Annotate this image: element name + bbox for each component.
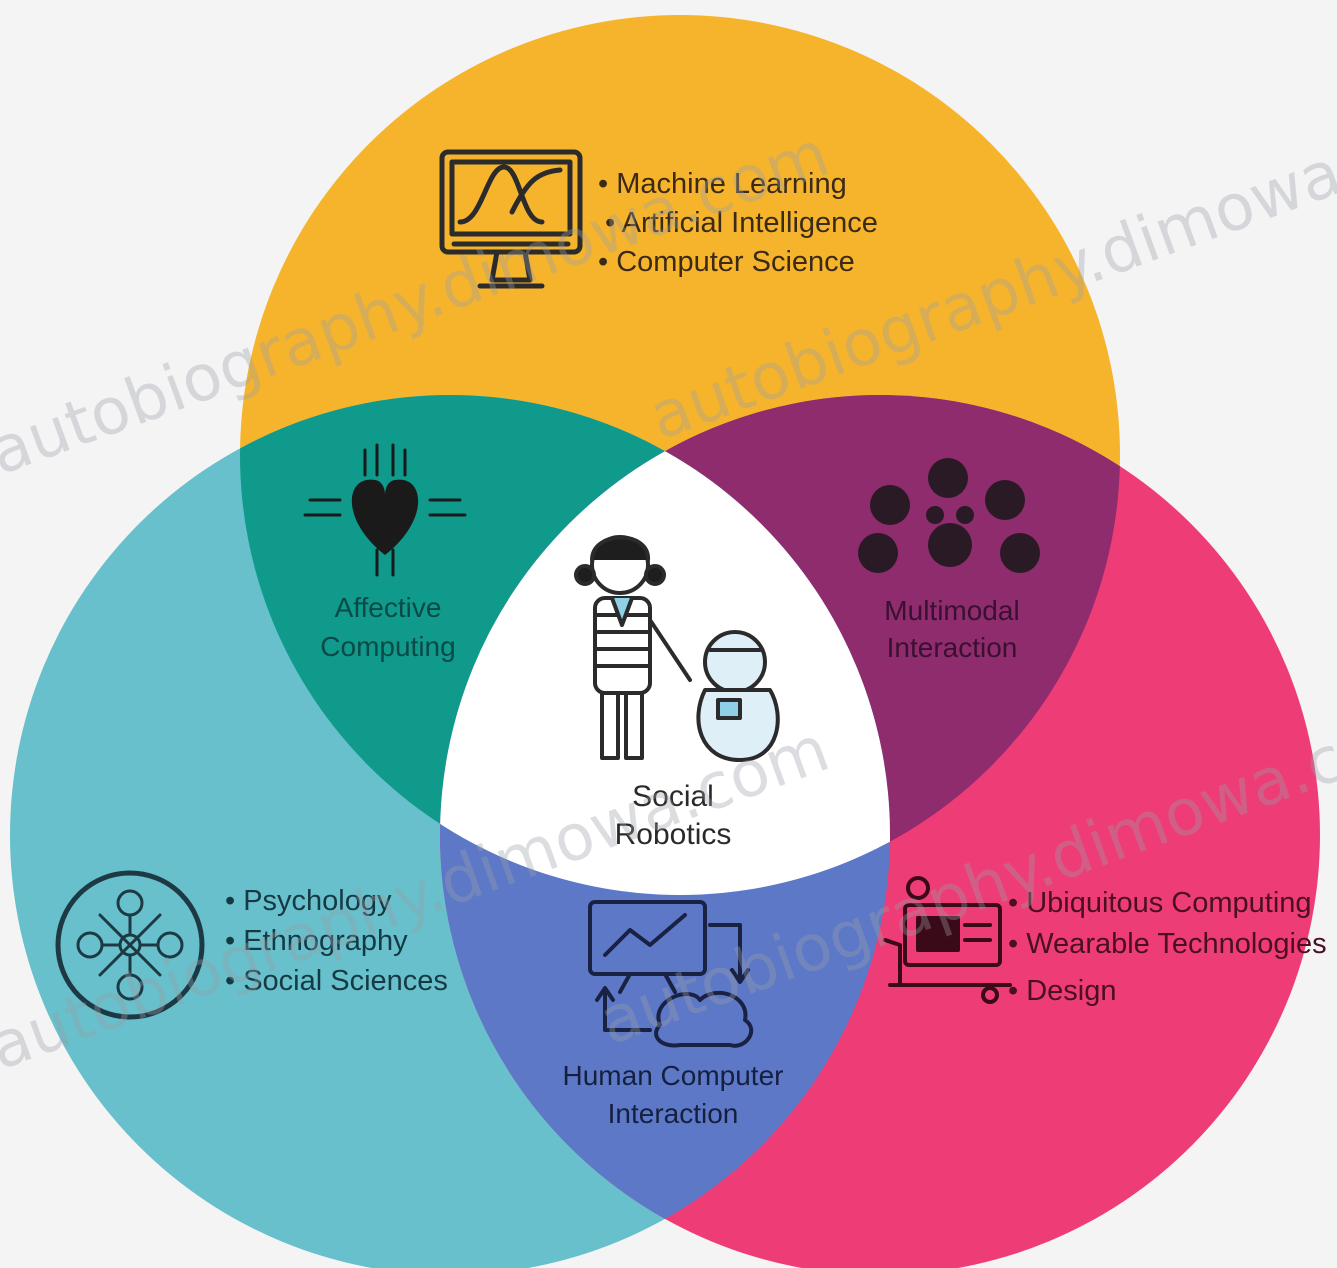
- top-item-3: • Computer Science: [598, 246, 855, 278]
- right-item-1: • Ubiquitous Computing: [1008, 887, 1312, 919]
- multimodal-label-1: Multimodal: [884, 595, 1019, 626]
- top-item-1: • Machine Learning: [598, 168, 847, 200]
- hci-label-2: Interaction: [608, 1098, 739, 1129]
- affective-label-1: Affective: [335, 592, 442, 623]
- right-item-2: • Wearable Technologies: [1008, 928, 1327, 960]
- left-item-1: • Psychology: [225, 885, 392, 917]
- center-label-2: Robotics: [615, 818, 732, 851]
- right-item-3: • Design: [1008, 975, 1116, 1007]
- child-and-robot-icon: [574, 535, 780, 762]
- multimodal-icons-cluster: [858, 458, 1040, 573]
- circuit-heart-icon: [303, 443, 467, 577]
- hci-label-1: Human Computer: [563, 1060, 784, 1091]
- left-circle-list: • Psychology • Ethnography • Social Scie…: [225, 885, 448, 997]
- multimodal-label-2: Interaction: [887, 632, 1018, 663]
- brain-network-icon: [55, 870, 205, 1020]
- affective-label-2: Computing: [320, 631, 455, 662]
- top-item-2: • Artificial Intelligence: [605, 207, 878, 239]
- social-robotics-region: [440, 395, 890, 895]
- left-item-2: • Ethnography: [225, 925, 408, 957]
- top-circle-list: • Machine Learning • Artificial Intellig…: [598, 168, 878, 278]
- desk-workstation-icon: [883, 876, 1012, 1004]
- left-item-3: • Social Sciences: [225, 965, 448, 997]
- right-circle-list: • Ubiquitous Computing • Wearable Techno…: [1008, 887, 1327, 1007]
- monitor-graph-icon: [439, 149, 583, 289]
- center-label-1: Social: [632, 780, 714, 813]
- monitor-cloud-cycle-icon: [588, 900, 754, 1048]
